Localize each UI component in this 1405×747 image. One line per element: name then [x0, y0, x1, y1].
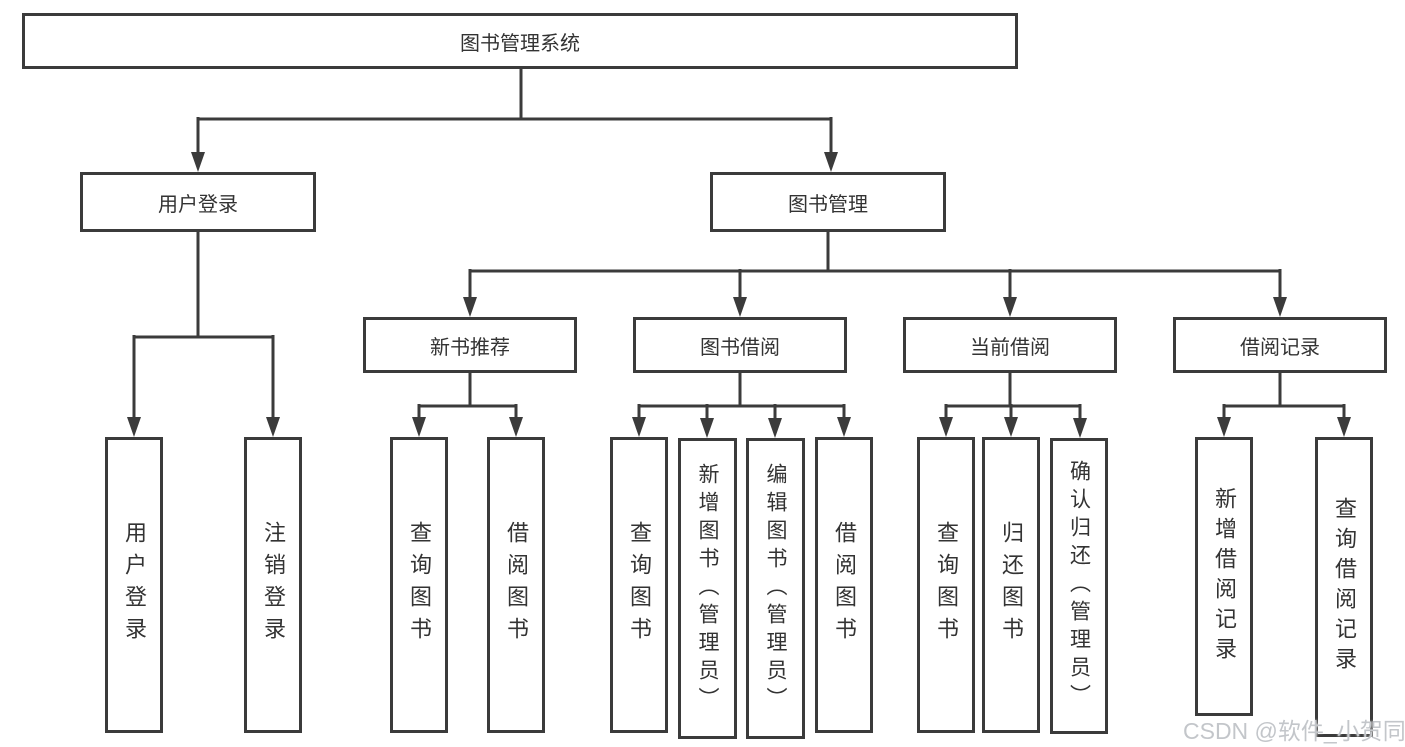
node-new-book-recommend: 新书推荐: [363, 317, 577, 373]
leaf-borrow-book: 借阅图书: [815, 437, 873, 733]
arrowheads: [127, 152, 1351, 438]
edge-new-book: [417, 373, 518, 423]
leaf-confirm-return-admin: 确认归还（管理员）: [1050, 438, 1108, 734]
edge-current-borrow: [944, 373, 1082, 424]
leaf-logout: 注销登录: [244, 437, 302, 733]
edge-user-login: [132, 232, 275, 423]
edge-book-borrow: [637, 373, 846, 424]
leaf-add-book-admin: 新增图书（管理员）: [678, 438, 737, 739]
node-user-login: 用户登录: [80, 172, 316, 232]
leaf-query-borrow-record: 查询借阅记录: [1315, 437, 1373, 737]
leaf-borrow-book-recommend: 借阅图书: [487, 437, 545, 733]
leaf-edit-book-admin: 编辑图书（管理员）: [746, 438, 805, 739]
leaf-query-book-borrow: 查询图书: [610, 437, 668, 733]
node-current-borrow: 当前借阅: [903, 317, 1117, 373]
node-borrow-records: 借阅记录: [1173, 317, 1387, 373]
node-book-management: 图书管理: [710, 172, 946, 232]
edge-root: [196, 69, 833, 158]
edge-borrow-record: [1222, 373, 1346, 423]
watermark: CSDN @软件_小贺同学: [1183, 718, 1405, 744]
leaf-query-book-recommend: 查询图书: [390, 437, 448, 733]
leaf-user-login: 用户登录: [105, 437, 163, 733]
leaf-query-book-current: 查询图书: [917, 437, 975, 733]
edge-book-mgmt: [468, 232, 1282, 303]
leaf-return-book: 归还图书: [982, 437, 1040, 733]
node-root: 图书管理系统: [22, 13, 1018, 69]
node-book-borrow: 图书借阅: [633, 317, 847, 373]
leaf-add-borrow-record: 新增借阅记录: [1195, 437, 1253, 716]
